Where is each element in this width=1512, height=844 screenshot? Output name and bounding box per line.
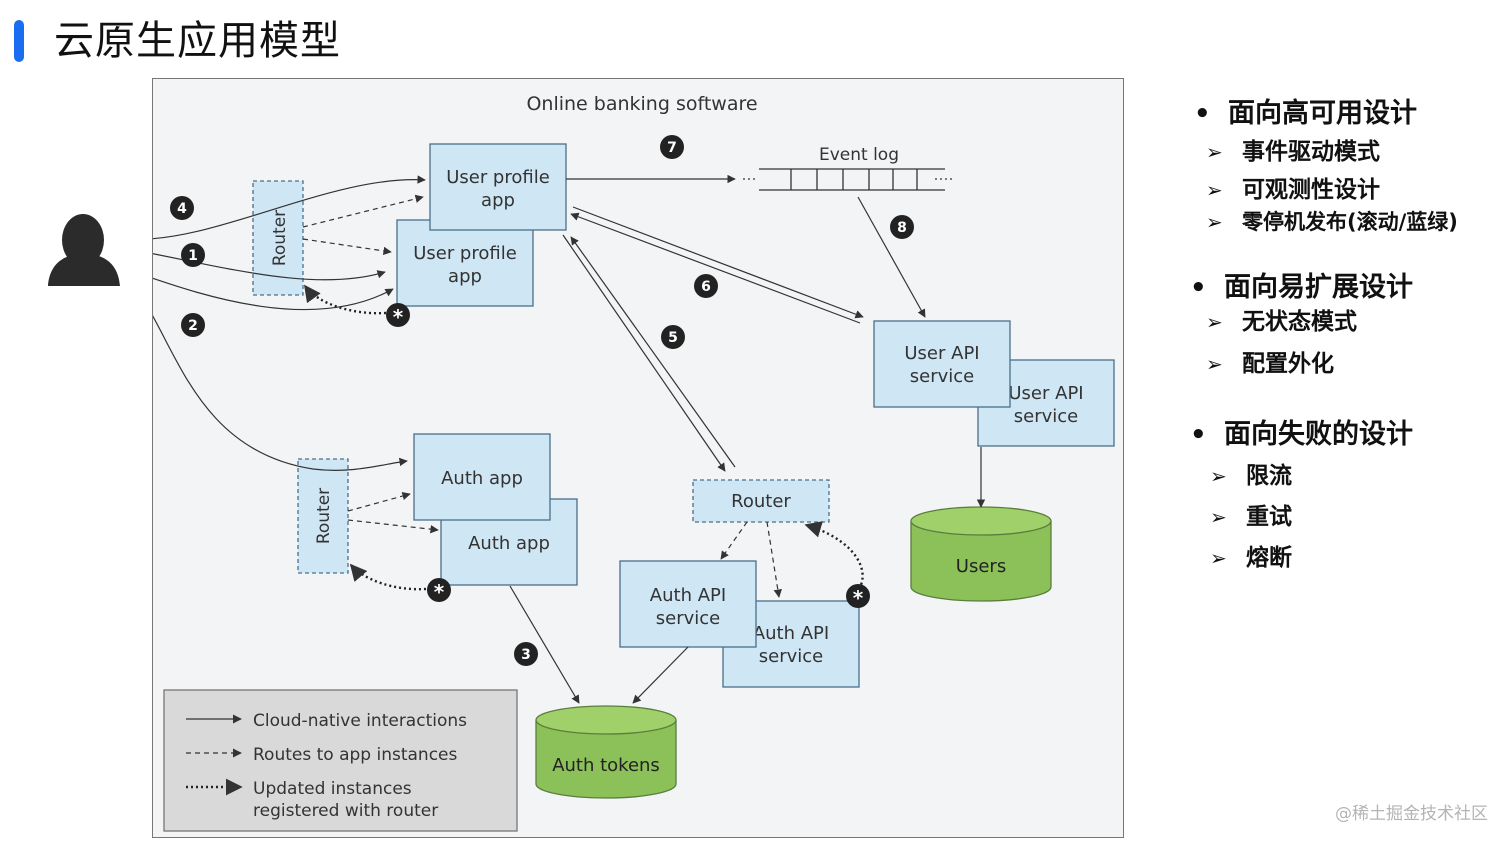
registration-star-badge: * [386,303,410,329]
principle-item: ➢限流 [1210,463,1292,489]
user-profile-app-box-2 [396,219,534,307]
principle-item: ➢事件驱动模式 [1206,139,1380,165]
bullet-marker: • [1194,99,1211,129]
arrow-marker-icon: ➢ [1206,210,1223,234]
svg-text:6: 6 [701,279,711,295]
diagram-title: Online banking software [526,93,757,115]
architecture-diagram: Online banking software Event log Router… [152,78,1124,838]
router-left-bottom [297,458,349,574]
svg-text:*: * [434,580,445,604]
person-body-icon [48,254,120,286]
bullet-marker: • [1190,420,1207,450]
watermark: @稀土掘金技术社区 [1335,804,1488,824]
legend-label-dashed: Routes to app instances [253,745,458,765]
legend-label-solid: Cloud-native interactions [253,711,467,731]
principle-item: ➢重试 [1210,504,1292,530]
dashed-route-arrows [302,194,782,598]
auth-api-service-box-1 [619,560,757,648]
users-database: Users [910,506,1052,602]
person-icon-overlay [48,214,120,286]
router-middle-label: Router [731,491,791,512]
principle-item: ➢熔断 [1210,545,1292,571]
svg-text:8: 8 [897,220,907,236]
svg-text:2: 2 [188,318,198,334]
auth-app-label-1: Auth app [441,468,523,489]
user-profile-app-box-1 [429,143,567,231]
diagram-canvas: Online banking software Event log Router… [153,93,1115,832]
users-database-label: Users [956,556,1006,577]
svg-text:*: * [393,305,404,329]
svg-text:7: 7 [667,140,677,156]
title-accent-bar [14,20,24,62]
page-title: 云原生应用模型 [54,18,341,64]
svg-text:*: * [853,586,864,610]
registration-star-badge: * [846,584,870,610]
auth-app-label-2: Auth app [468,533,550,554]
dotted-registration-arrows [304,284,864,591]
principle-heading-availability: •面向高可用设计 [1194,98,1417,129]
solid-interaction-arrows [153,174,986,704]
principle-item: ➢可观测性设计 [1206,177,1380,203]
arrow-marker-icon: ➢ [1210,464,1227,488]
principle-item: ➢配置外化 [1206,351,1334,377]
svg-text:5: 5 [668,330,678,346]
event-log-queue [743,168,953,191]
auth-app-box-1 [413,433,551,521]
user-api-service-box-1 [873,320,1011,408]
person-head-icon [62,214,104,266]
svg-text:4: 4 [177,201,187,217]
step-badge-3: 3 [514,642,538,666]
arrow-marker-icon: ➢ [1210,505,1227,529]
step-badge-7: 7 [660,135,684,159]
registration-star-badge: * [427,578,451,604]
svg-text:3: 3 [521,647,531,663]
bullet-marker: • [1190,273,1207,303]
principle-item: ➢零停机发布(滚动/蓝绿) [1206,210,1458,234]
principle-item: ➢无状态模式 [1206,309,1357,335]
event-log-label: Event log [819,145,899,165]
arrow-marker-icon: ➢ [1210,546,1227,570]
router-left-bottom-label: Router [314,488,334,544]
step-badge-2: 2 [181,313,205,337]
principle-heading-scalability: •面向易扩展设计 [1190,272,1413,303]
step-badge-1: 1 [181,243,205,267]
arrow-marker-icon: ➢ [1206,140,1223,164]
step-badge-5: 5 [661,325,685,349]
router-left-top-label: Router [270,210,290,266]
auth-tokens-database: Auth tokens [535,705,677,799]
arrow-marker-icon: ➢ [1206,178,1223,202]
auth-tokens-database-label: Auth tokens [552,755,660,776]
step-badge-4: 4 [170,196,194,220]
diagram-legend: Cloud-native interactions Routes to app … [163,689,518,832]
arrow-marker-icon: ➢ [1206,352,1223,376]
principle-heading-failure: •面向失败的设计 [1190,419,1413,450]
router-middle [692,479,830,523]
step-badge-8: 8 [890,215,914,239]
arrow-marker-icon: ➢ [1206,310,1223,334]
svg-text:1: 1 [188,248,198,264]
step-badge-6: 6 [694,274,718,298]
